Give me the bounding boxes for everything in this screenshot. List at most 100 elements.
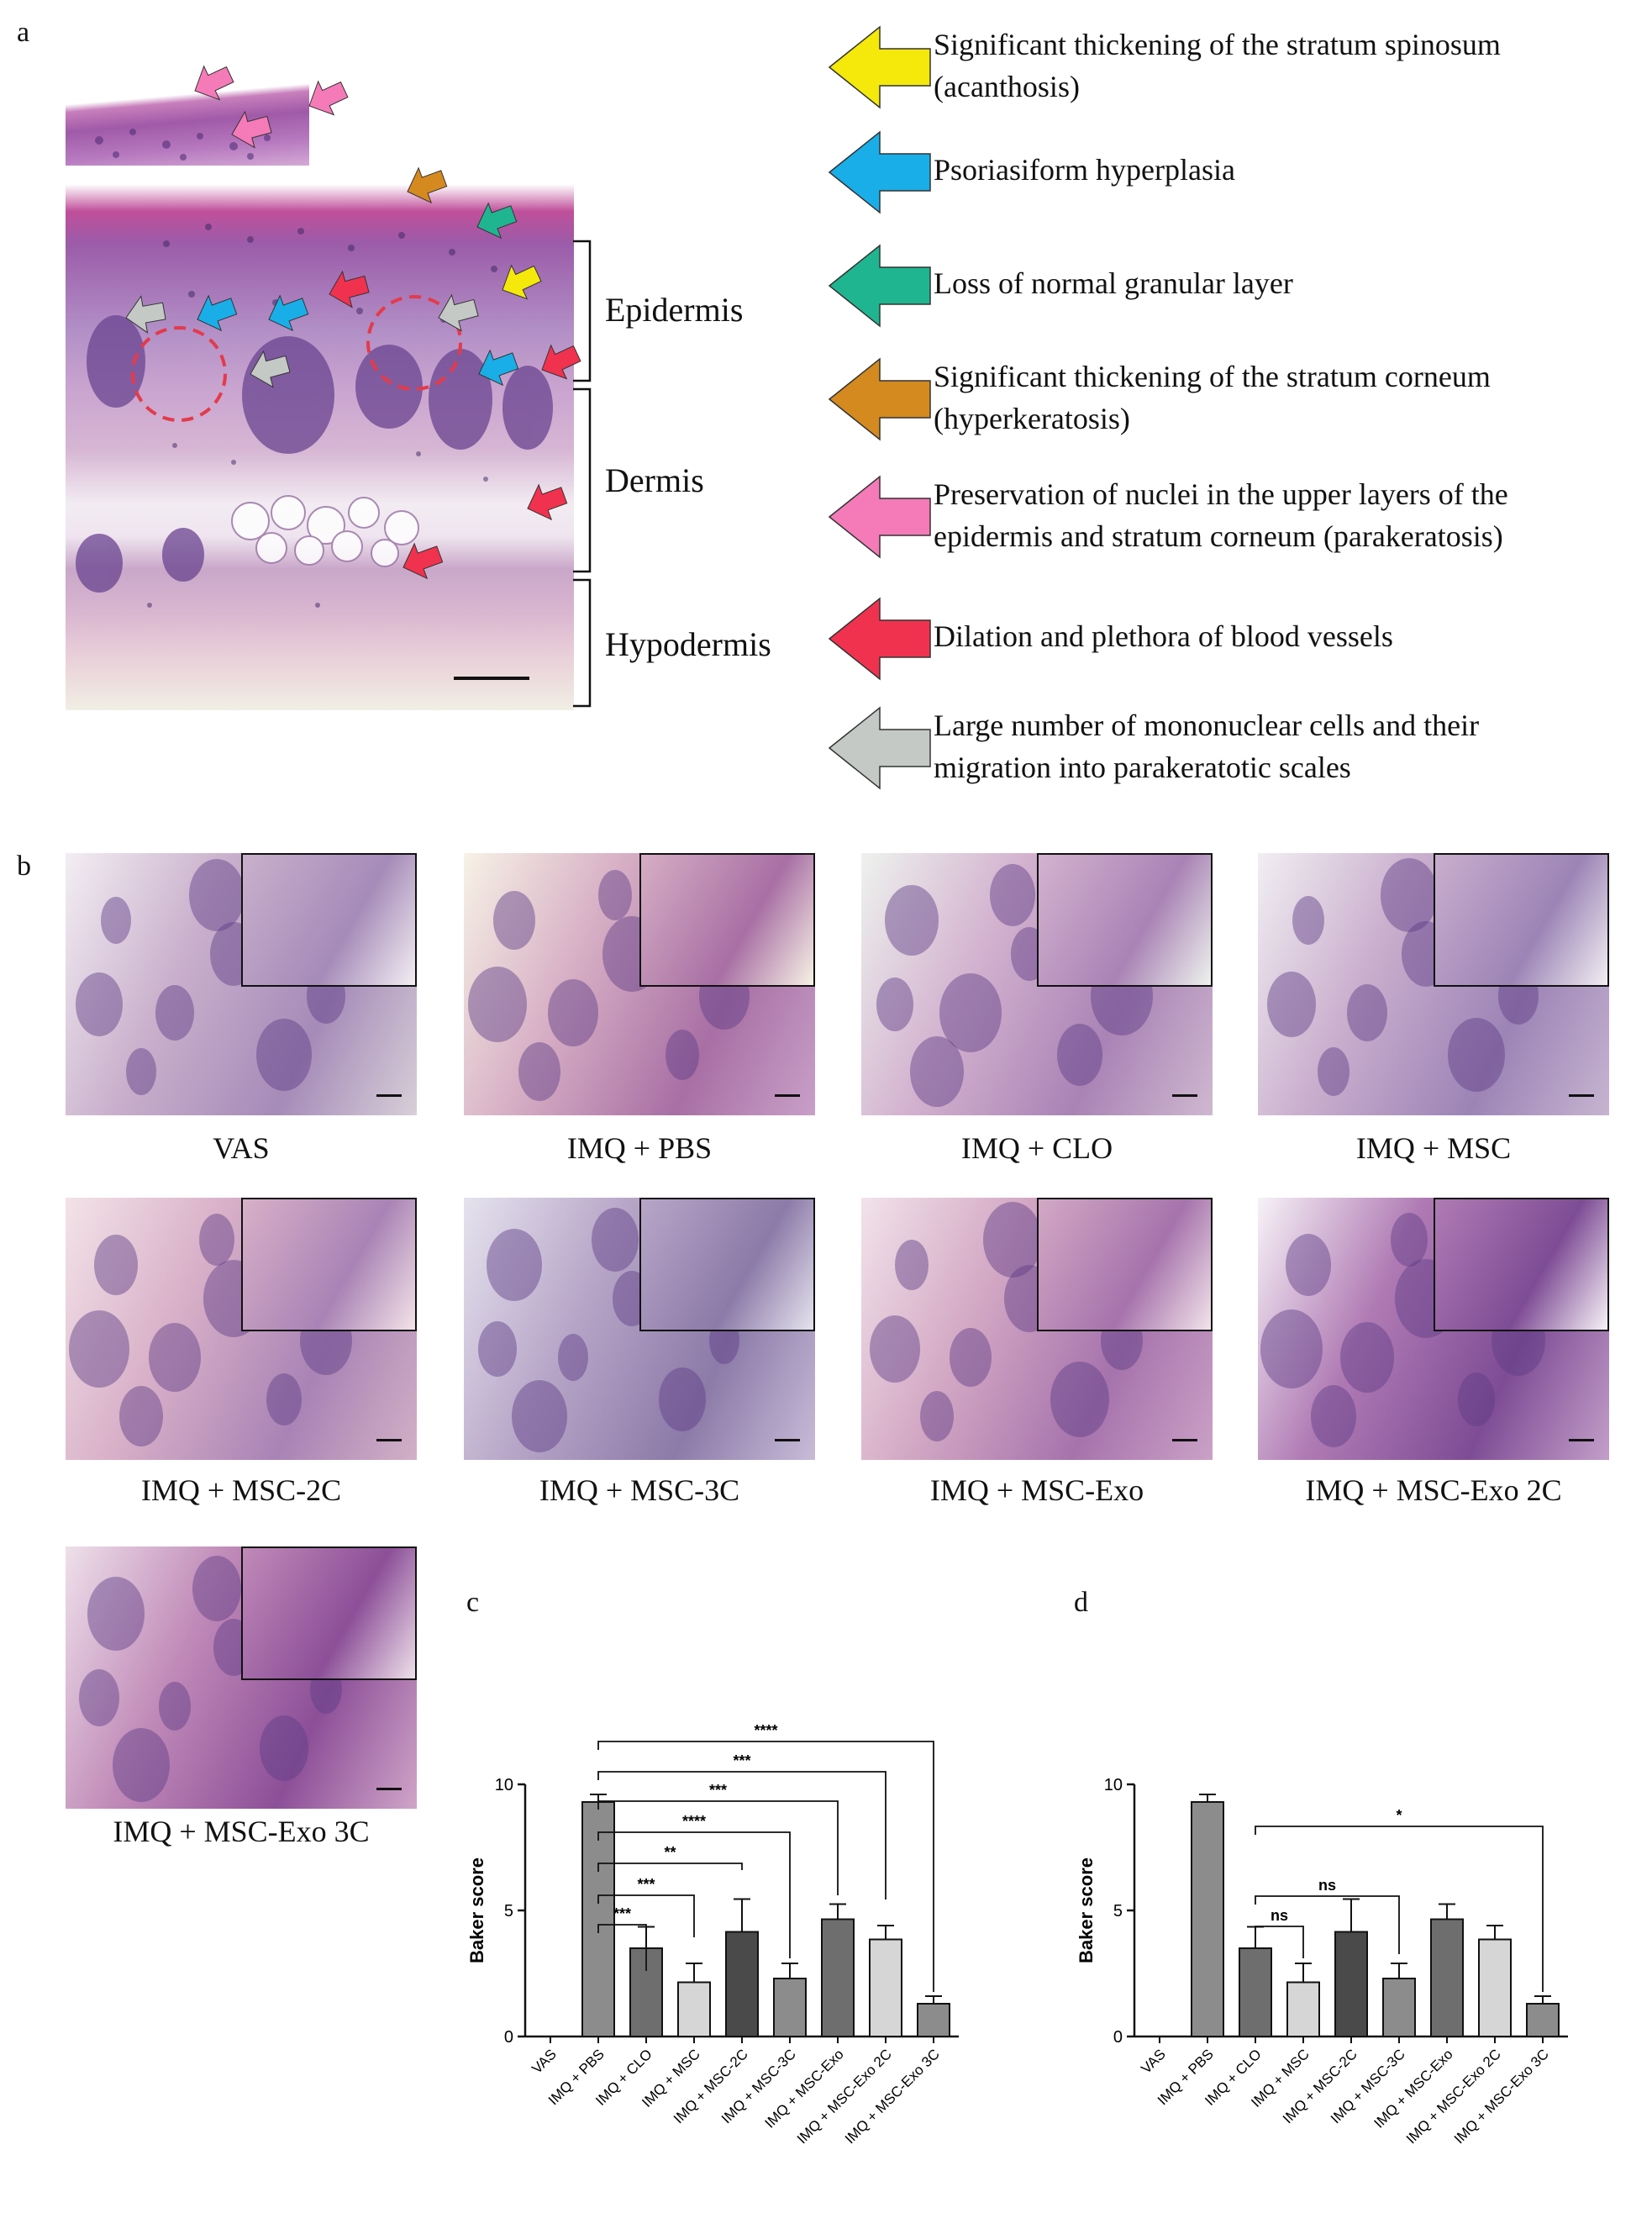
x-tick-label: IMQ + MSC-Exo 3C <box>842 2046 943 2147</box>
significance-bracket <box>597 1831 791 1958</box>
scale-bar <box>1569 1094 1594 1097</box>
bar <box>1191 1801 1224 2037</box>
significance-bracket <box>1255 1826 1544 1992</box>
scale-bar <box>1172 1094 1197 1097</box>
x-tick-label: IMQ + MSC-Exo 3C <box>1451 2046 1552 2147</box>
x-tick-label: IMQ + MSC-Exo 2C <box>794 2046 895 2147</box>
micrograph-a-arrows <box>122 57 586 586</box>
significance-label: ns <box>1318 1877 1336 1894</box>
micrograph-inset <box>1037 1198 1213 1331</box>
significance-label: ** <box>664 1844 676 1861</box>
micrograph-caption: IMQ + CLO <box>960 1131 1113 1165</box>
bar <box>1334 1931 1368 2037</box>
legend-arrow-icon <box>828 357 931 441</box>
micrograph-inset <box>1434 853 1609 987</box>
micrograph-b-tile <box>66 853 417 1115</box>
panel-label-d: d <box>1074 1587 1088 1618</box>
micrograph-inset <box>1037 853 1213 987</box>
micrograph-b-tile <box>861 1198 1213 1460</box>
micrograph-caption: IMQ + MSC-Exo 2C <box>1305 1473 1562 1507</box>
legend-arrow-icon <box>828 130 931 214</box>
bar <box>725 1931 759 2037</box>
scale-bar <box>775 1094 800 1097</box>
legend-text-line: Psoriasiform hyperplasia <box>934 153 1235 187</box>
legend-text-line: Significant thickening of the stratum sp… <box>934 28 1501 61</box>
micrograph-caption: IMQ + MSC-2C <box>140 1473 342 1507</box>
y-tick-label: 5 <box>504 1902 513 1921</box>
bar <box>1286 1981 1320 2037</box>
y-tick-label: 0 <box>1113 2028 1123 2047</box>
significance-bracket <box>597 1863 743 1872</box>
micrograph-caption: IMQ + MSC-3C <box>539 1473 740 1507</box>
significance-bracket <box>597 1741 934 1992</box>
micrograph-caption: IMQ + MSC-Exo <box>929 1473 1144 1507</box>
legend-text-line: (hyperkeratosis) <box>934 402 1130 435</box>
x-tick-label: VAS <box>1138 2046 1169 2077</box>
significance-label: **** <box>682 1813 706 1830</box>
micrograph-caption: IMQ + MSC <box>1355 1131 1512 1165</box>
scale-bar <box>376 1439 402 1441</box>
significance-label: **** <box>754 1722 777 1739</box>
micrograph-caption: IMQ + PBS <box>566 1131 713 1165</box>
micrograph-a-main <box>66 168 574 710</box>
panel-label-c: c <box>466 1587 480 1618</box>
significance-bracket <box>597 1924 647 1971</box>
significance-label: *** <box>709 1782 727 1799</box>
bar <box>773 1978 807 2037</box>
x-tick-label: IMQ + MSC-Exo 2C <box>1403 2046 1504 2147</box>
scale-bar <box>1172 1439 1197 1441</box>
micrograph-b-tile <box>66 1198 417 1460</box>
bar <box>917 2003 950 2037</box>
micrograph-caption: IMQ + MSC-Exo 3C <box>113 1815 370 1848</box>
micrograph-b-tile <box>66 1546 417 1809</box>
significance-label: *** <box>613 1905 631 1922</box>
micrograph-b-tile <box>464 853 815 1115</box>
legend-text-line: Significant thickening of the stratum co… <box>934 360 1491 393</box>
legend-text-line: Dilation and plethora of blood vessels <box>934 619 1393 653</box>
significance-label: *** <box>637 1876 655 1893</box>
legend-text-line: (acanthosis) <box>934 70 1080 103</box>
bar <box>677 1981 711 2037</box>
legend-text-line: epidermis and stratum corneum (parakerat… <box>934 519 1503 553</box>
micrograph-b-tile <box>1258 853 1609 1115</box>
panel-label-a: a <box>17 17 30 48</box>
significance-bracket <box>597 1771 887 1899</box>
legend-text-line: Loss of normal granular layer <box>934 266 1293 300</box>
legend-arrow-icon <box>828 475 931 559</box>
micrograph-b-tile <box>1258 1198 1609 1460</box>
micrograph-inset <box>241 853 417 987</box>
legend-text-line: migration into parakeratotic scales <box>934 751 1351 784</box>
bar <box>821 1918 855 2037</box>
scale-bar <box>1569 1439 1594 1441</box>
legend-text-line: Large number of mononuclear cells and th… <box>934 709 1480 742</box>
micrograph-inset <box>241 1546 417 1680</box>
legend-text-line: Preservation of nuclei in the upper laye… <box>934 477 1508 511</box>
significance-bracket <box>1255 1926 1304 1958</box>
y-tick-label: 10 <box>495 1776 513 1794</box>
legend-arrow-icon <box>828 244 931 328</box>
micrograph-caption: VAS <box>213 1131 270 1165</box>
micrograph-inset <box>1434 1198 1609 1331</box>
significance-bracket <box>597 1800 839 1895</box>
significance-label: * <box>1396 1807 1402 1824</box>
micrograph-inset <box>639 853 815 987</box>
micrograph-b-tile <box>861 853 1213 1115</box>
legend-arrow-icon <box>828 25 931 109</box>
bar <box>1382 1978 1416 2037</box>
y-tick-label: 0 <box>504 2028 513 2047</box>
panel-label-b: b <box>17 851 31 882</box>
micrograph-inset <box>241 1198 417 1331</box>
label-hypodermis: Hypodermis <box>605 625 771 663</box>
legend-arrow-icon <box>828 597 931 681</box>
bar <box>869 1938 902 2037</box>
legend-arrow-icon <box>828 706 931 790</box>
y-axis-label: Baker score <box>466 1857 487 1963</box>
bar <box>1430 1918 1464 2037</box>
y-axis-label: Baker score <box>1076 1857 1097 1963</box>
layer-braces <box>573 240 592 708</box>
label-dermis: Dermis <box>605 461 704 499</box>
x-tick-label: VAS <box>529 2046 560 2077</box>
y-tick-label: 5 <box>1113 1902 1123 1921</box>
